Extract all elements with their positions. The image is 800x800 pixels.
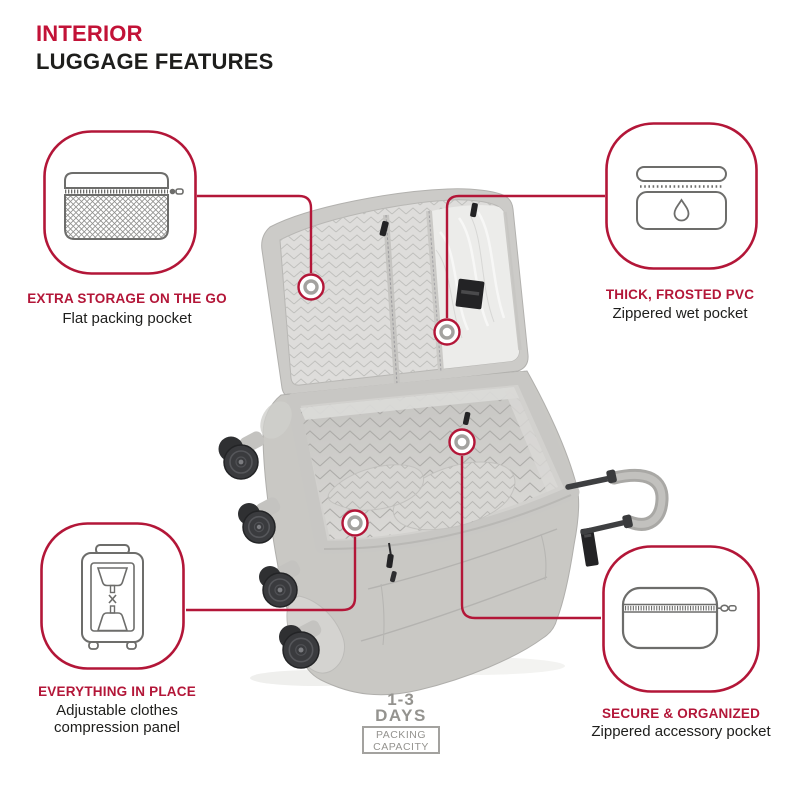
callout-marker-wet-pocket — [433, 318, 461, 346]
page-title-line1: INTERIOR — [36, 21, 143, 46]
callout-line-accessory — [460, 456, 601, 620]
feature-accessory-description: Zippered accessory pocket — [591, 723, 771, 740]
luggage-lid — [261, 188, 529, 398]
packing-capacity-badge-line1: PACKING — [376, 729, 426, 741]
callout-line-wet-pocket — [445, 194, 605, 318]
luggage-body — [260, 370, 599, 696]
callout-markers — [297, 273, 476, 537]
feature-flat-pocket-description: Flat packing pocket — [62, 310, 192, 327]
packing-capacity-range: 1-3 — [387, 690, 415, 709]
page-title-line2: LUGGAGE FEATURES — [36, 49, 274, 74]
callout-line-compression — [186, 537, 357, 612]
brand-tag — [455, 278, 485, 310]
feature-compression-description-line2: compression panel — [54, 719, 180, 736]
feature-wet-pocket-heading: THICK, FROSTED PVC — [605, 287, 755, 302]
page-title: INTERIOR LUGGAGE FEATURES — [36, 20, 273, 76]
feature-compression-description-line1: Adjustable clothes — [56, 702, 178, 719]
packing-capacity-badge: PACKING CAPACITY — [362, 726, 440, 754]
callout-marker-compression — [341, 509, 369, 537]
mesh-packing-pocket-icon — [43, 130, 197, 275]
wet-pocket-droplet-icon — [605, 122, 758, 270]
packing-capacity-badge-line2: CAPACITY — [373, 740, 429, 753]
callout-lines — [186, 194, 605, 620]
feature-accessory-heading: SECURE & ORGANIZED — [601, 706, 761, 721]
packing-capacity-unit: DAYS — [375, 706, 427, 725]
callout-line-flat-pocket — [197, 194, 313, 273]
zippered-accessory-pocket-icon — [602, 545, 760, 693]
compression-panel-icon — [40, 522, 185, 670]
spinner-wheels — [218, 431, 322, 669]
side-tag — [580, 527, 599, 567]
compression-pads — [327, 461, 516, 531]
callout-marker-accessory — [448, 428, 476, 456]
feature-compression-heading: EVERYTHING IN PLACE — [38, 684, 196, 699]
feature-wet-pocket-description: Zippered wet pocket — [612, 305, 748, 322]
callout-marker-flat-pocket — [297, 273, 325, 301]
trolley-handle — [565, 468, 669, 535]
feature-flat-pocket-heading: EXTRA STORAGE ON THE GO — [27, 291, 227, 306]
